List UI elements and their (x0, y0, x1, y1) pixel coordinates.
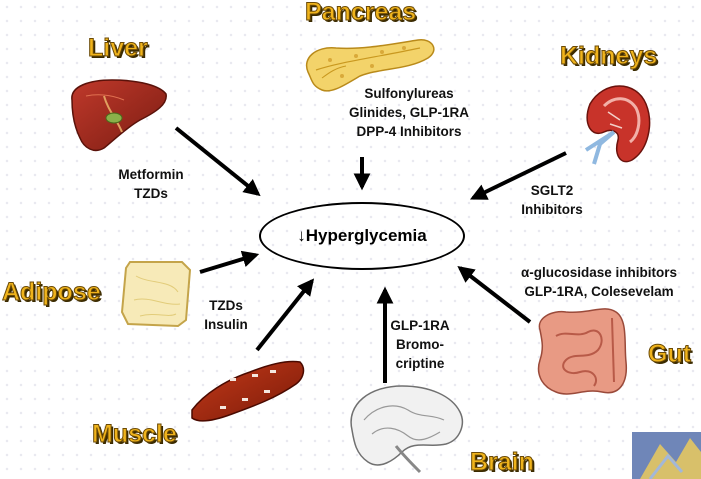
drug-line: Inhibitors (521, 202, 583, 217)
arrow-kidneys (469, 151, 567, 200)
drug-line: DPP-4 Inhibitors (356, 124, 462, 139)
drug-line: Glinides, GLP-1RA (348, 105, 470, 120)
arrow-gut (457, 265, 532, 324)
drug-line: Bromo- (396, 337, 444, 352)
hyperglycemia-node: ↓Hyperglycemia (259, 202, 465, 270)
drug-label-kidneys: SGLT2 Inhibitors (502, 181, 602, 219)
drug-line: SGLT2 (530, 183, 574, 198)
arrow-liver (174, 126, 261, 197)
drug-line: criptine (395, 356, 445, 371)
arrow-muscle (255, 278, 315, 352)
hyperglycemia-label: ↓Hyperglycemia (297, 226, 427, 245)
drug-label-pancreas: Sulfonylureas Glinides, GLP-1RA DPP-4 In… (334, 84, 484, 141)
drug-label-gut: α-glucosidase inhibitors GLP-1RA, Colese… (492, 263, 701, 301)
drug-line: Sulfonylureas (364, 86, 454, 101)
pancreas-image (305, 39, 435, 92)
drug-line: α-glucosidase inhibitors (520, 265, 678, 280)
muscle-image (191, 360, 305, 422)
arrow-adipose (199, 250, 260, 274)
drug-label-adipose-muscle: TZDs Insulin (186, 296, 266, 334)
organ-title-adipose: Adipose (2, 278, 102, 306)
brain-image (350, 385, 464, 474)
adipose-image (120, 261, 192, 328)
liver-image (71, 79, 167, 152)
drug-line: Metformin (118, 167, 184, 182)
drug-line: GLP-1RA (390, 318, 450, 333)
organ-title-liver: Liver (88, 34, 149, 62)
drug-line: TZDs (134, 186, 168, 201)
drug-line: Insulin (204, 317, 248, 332)
organ-title-kidneys: Kidneys (559, 42, 658, 70)
kidney-image (584, 85, 651, 165)
organ-title-brain: Brain (470, 448, 535, 476)
gut-image (537, 308, 628, 395)
drug-label-liver: Metformin TZDs (96, 165, 206, 203)
organ-title-muscle: Muscle (92, 420, 178, 448)
organ-title-pancreas: Pancreas (304, 0, 417, 26)
drug-line: TZDs (209, 298, 243, 313)
drug-line: GLP-1RA, Colesevelam (524, 284, 674, 299)
drug-label-brain: GLP-1RA Bromo- criptine (380, 316, 460, 373)
corner-image (632, 432, 701, 479)
organ-title-gut: Gut (647, 340, 692, 368)
